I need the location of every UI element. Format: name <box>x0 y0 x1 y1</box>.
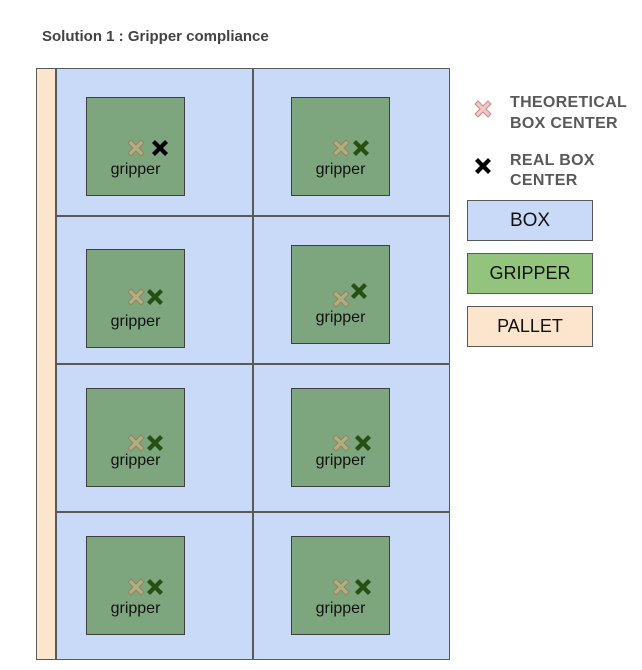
gripper-label: gripper <box>315 452 366 469</box>
gripper: gripper <box>86 536 185 635</box>
diagram-title: Solution 1 : Gripper compliance <box>42 28 269 45</box>
gripper: gripper <box>291 245 390 344</box>
real-center-icon <box>147 579 163 595</box>
legend-theoretical-line1: THEORETICAL <box>510 94 628 111</box>
gripper-label: gripper <box>315 600 366 617</box>
theoretical-center-icon <box>332 578 350 596</box>
theoretical-center-legend-icon <box>474 100 492 118</box>
gripper: gripper <box>291 388 390 487</box>
gripper-label: gripper <box>315 161 366 178</box>
legend-gripper-swatch: GRIPPER <box>467 253 593 294</box>
legend-real-line2: CENTER <box>510 172 578 189</box>
theoretical-center-icon <box>332 434 350 452</box>
theoretical-center-icon <box>332 290 350 308</box>
real-center-icon <box>353 140 369 156</box>
theoretical-center-icon <box>127 578 145 596</box>
real-center-icon <box>355 435 371 451</box>
gripper-label: gripper <box>110 313 161 330</box>
legend-theoretical-line2: BOX CENTER <box>510 115 618 132</box>
legend-pallet-swatch: PALLET <box>467 306 593 347</box>
legend-real-line1: REAL BOX <box>510 152 595 169</box>
theoretical-center-icon <box>127 288 145 306</box>
pallet <box>36 68 56 660</box>
gripper-label: gripper <box>315 309 366 326</box>
theoretical-center-icon <box>127 139 145 157</box>
gripper-label: gripper <box>110 600 161 617</box>
real-center-icon <box>147 289 163 305</box>
theoretical-center-icon <box>127 434 145 452</box>
real-center-legend-icon <box>475 158 491 174</box>
gripper: gripper <box>86 388 185 487</box>
gripper-label: gripper <box>110 452 161 469</box>
real-center-icon <box>147 435 163 451</box>
real-center-icon <box>152 140 168 156</box>
legend-box-swatch: BOX <box>467 200 593 241</box>
real-center-icon <box>351 283 367 299</box>
theoretical-center-icon <box>332 139 350 157</box>
gripper-label: gripper <box>110 161 161 178</box>
real-center-icon <box>355 579 371 595</box>
